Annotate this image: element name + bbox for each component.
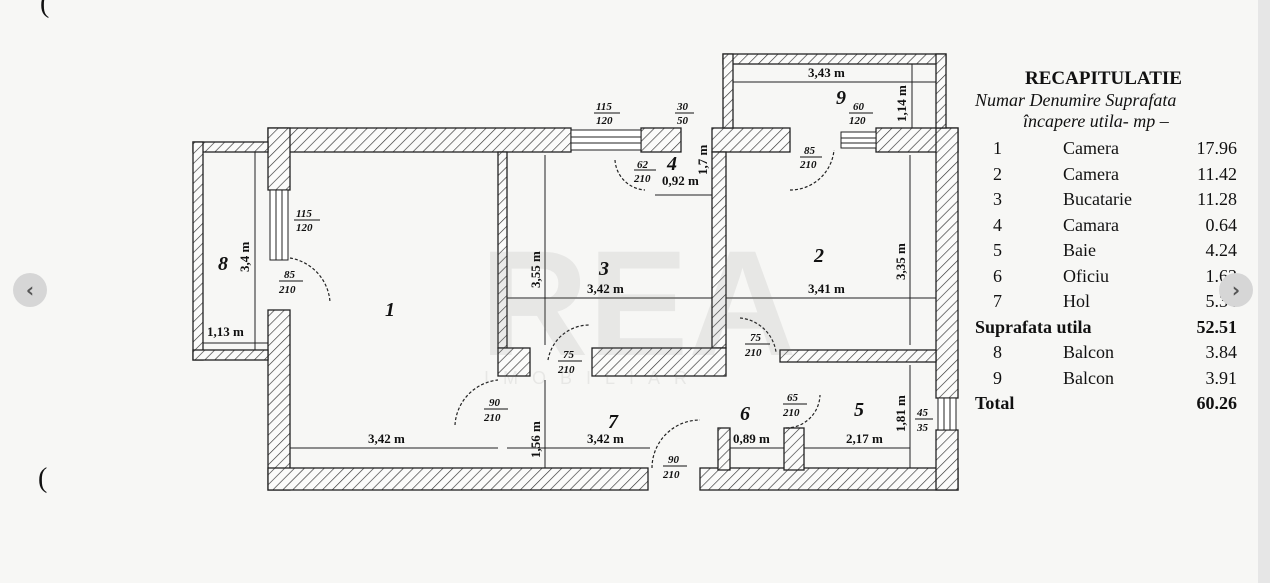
svg-text:60: 60 [853,101,865,113]
svg-text:75: 75 [563,349,575,361]
svg-text:85: 85 [284,269,296,281]
door-85-210-balcony-8: 85 210 [278,269,303,296]
chevron-left-icon: ‹ [25,278,35,302]
window-30-50: 30 50 [675,101,694,127]
room-9-label: 9 [836,87,846,109]
opening-labels: 115 120 30 50 60 120 85 210 62 210 115 1… [278,101,933,481]
edge-mark-bottom: ( [38,463,48,494]
dimension-lines [203,64,936,468]
recap-header-2: încapere utila- mp – [1023,111,1169,131]
svg-text:85: 85 [804,145,816,157]
svg-text:75: 75 [750,332,762,344]
dim-balcony-9-width: 3,43 m [808,65,845,80]
dim-room-3-depth: 3,55 m [528,251,543,288]
next-image-button[interactable]: › [1219,273,1253,307]
room-5-label: 5 [854,399,864,421]
dim-balcony-9-depth: 1,14 m [894,85,909,122]
dim-pantry-width: 0,92 m [662,173,699,188]
room-4-label: 4 [666,153,677,175]
watermark: REA IMOBILIAR [480,219,797,388]
svg-text:210: 210 [799,159,817,171]
svg-text:210: 210 [633,173,651,185]
dim-room-1-width: 3,42 m [368,431,405,446]
svg-text:90: 90 [668,454,680,466]
svg-text:210: 210 [782,407,800,419]
door-60-120-balcony-9: 60 120 [849,101,873,127]
recap-panel: RECAPITULATIE Numar Denumire Suprafata î… [975,68,1240,417]
window-115-120-top: 115 120 [594,101,620,127]
dim-room-3-width: 3,42 m [587,281,624,296]
edge-strip [1258,0,1270,583]
room-1-label: 1 [385,299,395,321]
svg-text:210: 210 [557,364,575,376]
svg-text:35: 35 [916,422,929,434]
door-90-210-entrance: 90 210 [662,454,687,481]
door-65-210-bath: 65 210 [782,392,807,419]
prev-image-button[interactable]: ‹ [13,273,47,307]
svg-text:120: 120 [296,222,313,234]
door-85-210-room-2: 85 210 [799,145,822,171]
dim-room-2-width: 3,41 m [808,281,845,296]
svg-text:210: 210 [483,412,501,424]
svg-text:30: 30 [676,101,689,113]
dim-room-2-depth: 3,35 m [893,243,908,280]
walls [192,53,959,491]
svg-text:65: 65 [787,392,799,404]
room-7-label: 7 [608,411,619,433]
svg-text:210: 210 [278,284,296,296]
dimension-labels: 3,43 m 1,14 m 3,55 m 3,42 m 3,41 m 3,35 … [207,65,909,458]
svg-text:115: 115 [296,208,312,220]
svg-text:115: 115 [596,101,612,113]
dim-office-width: 0,89 m [733,431,770,446]
window-45-35: 45 35 [915,407,933,434]
edge-mark-top: ( [40,0,50,19]
recap-title: RECAPITULATIE [1025,68,1182,89]
room-3-label: 3 [598,258,609,280]
doors [289,149,835,469]
svg-text:45: 45 [916,407,929,419]
windows [269,129,957,431]
svg-text:62: 62 [637,159,649,171]
dim-bath-width: 2,17 m [846,431,883,446]
svg-text:50: 50 [677,115,689,127]
window-115-120-left: 115 120 [294,208,320,234]
room-6-label: 6 [740,403,750,425]
dim-balcony-8-width: 1,13 m [207,324,244,339]
dim-hall-width: 3,42 m [587,431,624,446]
door-90-210-room-1: 90 210 [483,397,508,424]
dim-balcony-8-length: 3,4 m [237,242,252,273]
room-8-label: 8 [218,253,228,275]
svg-text:90: 90 [489,397,501,409]
door-62-210-pantry: 62 210 [633,159,656,185]
dim-pantry-depth: 1,7 m [695,145,710,176]
recap-header-1: Numar Denumire Suprafata [975,90,1177,110]
watermark-subtext: IMOBILIAR [484,368,701,388]
door-75-210-room-3: 75 210 [557,349,582,376]
door-75-210-room-2: 75 210 [744,332,770,359]
watermark-text: REA [480,219,797,387]
chevron-right-icon: › [1231,278,1241,302]
svg-text:120: 120 [849,115,866,127]
svg-text:120: 120 [596,115,613,127]
svg-text:210: 210 [662,469,680,481]
room-2-label: 2 [813,245,824,267]
svg-text:210: 210 [744,347,762,359]
dim-hall-depth: 1,56 m [528,421,543,458]
room-labels: 1 2 3 4 5 6 7 8 9 [218,87,864,433]
dim-bath-depth: 1,81 m [893,395,908,432]
